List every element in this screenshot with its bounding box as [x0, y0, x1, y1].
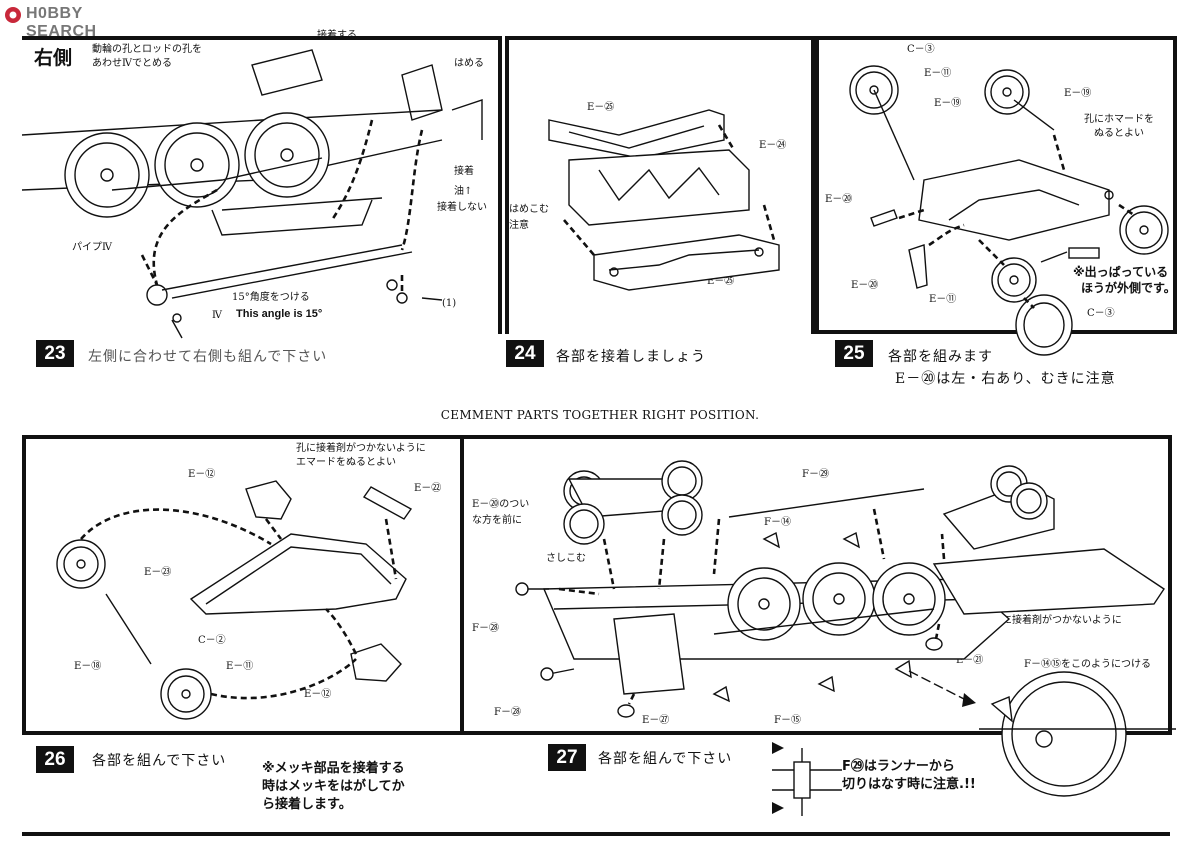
step-27-label-8: F－⑮ [774, 715, 801, 726]
step-23-label-8: 15°角度をつける [232, 292, 310, 303]
step-25-note-line-2: ほうが外側です。 [1081, 281, 1176, 295]
step-25-panel: C－③ E－⑪ E－⑲ E－⑲ 孔にホマードを ぬるとよい E－⑳ E－⑳ E－… [815, 36, 1177, 356]
bottom-rule [22, 832, 1170, 836]
step-23-label-11: (1) [442, 298, 457, 309]
step-24-label-2: はめこむ [509, 204, 549, 215]
step-24-caption: 各部を接着しましょう [556, 349, 706, 365]
step-25-caption: 各部を組みます [888, 349, 993, 365]
step-27-label-10: さしこむ孔に接着剤がつかないように [952, 615, 1122, 626]
step-23-label-3: はめる [454, 58, 484, 69]
logo-mark-icon [5, 7, 21, 23]
step-27-label-0: E－⑳のつい [472, 499, 530, 510]
watermark-logo-text: H0BBY SEARCH [26, 5, 97, 40]
step-27-note-line-2: 切りはなす時に注意.!! [842, 777, 976, 792]
step-24-number: 24 [506, 340, 544, 367]
step-24-drawing [548, 109, 780, 291]
step-26-label-2: E－⑫ [188, 469, 216, 480]
step-24-label-0: E－㉕ [587, 102, 615, 113]
step-27-label-6: F－㉘ [494, 707, 521, 718]
step-25-label-3: E－⑲ [1064, 88, 1092, 99]
step-23-label-10: Ⅳ [212, 310, 222, 321]
step-27-label-7: E－㉗ [642, 715, 670, 726]
step-27-panel: E－⑳のつい な方を前に F－㉙ F－⑭ さしこむ F－㉘ F－㉘ E－㉗ F－… [460, 435, 1176, 797]
step-25-label-5: ぬるとよい [1094, 128, 1144, 139]
step-25-caption-2: E－⑳は左・右あり、むきに注意 [895, 371, 1116, 387]
step-27-note-line-1: F㉙はランナーから [842, 759, 955, 774]
step-23-title: 右側 [34, 47, 73, 69]
step-26-label-5: E－⑱ [74, 661, 102, 672]
step-26-label-8: E－⑫ [304, 689, 332, 700]
step-25-label-4: 孔にホマードを [1084, 114, 1154, 125]
step-24-label-3: 注意 [509, 220, 529, 231]
step-27-label-9: E－㉑ [956, 655, 984, 666]
step-27-label-5: F－㉘ [472, 623, 499, 634]
step-26-panel: 孔に接着剤がつかないように エマードをぬるとよい E－⑫ E－㉒ E－㉓ E－⑱… [22, 435, 462, 735]
step-23-angle-note: This angle is 15° [236, 308, 323, 320]
step-25-label-7: E－⑳ [851, 280, 879, 291]
step-25-label-8: E－⑪ [929, 294, 957, 305]
step-24-panel: E－㉕ E－㉔ はめこむ 注意 E－㉕ [505, 36, 815, 334]
step-24-label-4: E－㉕ [707, 276, 735, 287]
step-25-label-1: E－⑪ [924, 68, 952, 79]
step-23-label-6: 油↑ [454, 186, 473, 197]
step-26-note-line-2: 時はメッキをはがしてか [262, 779, 405, 794]
step-23-label-4: 接着 [454, 166, 474, 177]
step-23-label-7: パイプⅣ [72, 242, 112, 253]
step-26-label-4: E－㉓ [144, 567, 172, 578]
step-25-label-9: C－③ [1087, 308, 1115, 319]
step-24-label-1: E－㉔ [759, 140, 787, 151]
step-25-number: 25 [835, 340, 873, 367]
center-note: CEMMENT PARTS TOGETHER RIGHT POSITION. [440, 408, 760, 422]
step-25-label-0: C－③ [907, 44, 935, 55]
step-26-label-3: E－㉒ [414, 483, 442, 494]
step-23-label-1: あわせⅣでとめる [92, 58, 172, 69]
step-27-label-3: F－⑭ [764, 517, 791, 528]
step-23-caption: 左側に合わせて右側も組んで下さい [88, 349, 328, 365]
step-23-panel: 右側 動輪の孔とロッドの孔を あわせⅣでとめる 接着する はめる 接着 接着しな… [21, 30, 502, 339]
step-23-label-0: 動輪の孔とロッドの孔を [92, 44, 202, 55]
step-26-label-0: 孔に接着剤がつかないように [296, 443, 426, 454]
step-26-note-line-1: ※メッキ部品を接着する [262, 761, 405, 776]
step-27-label-2: F－㉙ [802, 469, 829, 480]
step-26-drawing [56, 480, 413, 720]
step-25-drawing [849, 65, 1169, 356]
step-27-label-4: さしこむ [546, 553, 586, 564]
step-27-number: 27 [548, 744, 586, 771]
step-25-note-line-1: ※出っぱっている [1073, 265, 1169, 279]
step-27-label-11: F－⑭⑮をこのようにつける [1024, 659, 1151, 670]
step-26-label-7: E－⑪ [226, 661, 254, 672]
step-26-label-6: C－② [198, 635, 226, 646]
step-26-number: 26 [36, 746, 74, 773]
step-23-number: 23 [36, 340, 74, 367]
step-27-caption: 各部を組んで下さい [598, 751, 733, 767]
step-27-drawing [515, 460, 1176, 797]
step-27-label-1: な方を前に [472, 515, 522, 526]
step-26-label-1: エマードをぬるとよい [296, 457, 396, 468]
step-25-label-2: E－⑲ [934, 98, 962, 109]
step-23-drawing [21, 49, 483, 339]
runner-detail-drawing [772, 742, 842, 816]
step-23-label-2: 接着する [317, 30, 357, 41]
step-23-label-5: 接着しない [437, 202, 487, 213]
step-25-label-6: E－⑳ [825, 194, 853, 205]
step-26-note-line-3: ら接着します。 [262, 797, 352, 812]
step-26-caption: 各部を組んで下さい [92, 753, 227, 769]
